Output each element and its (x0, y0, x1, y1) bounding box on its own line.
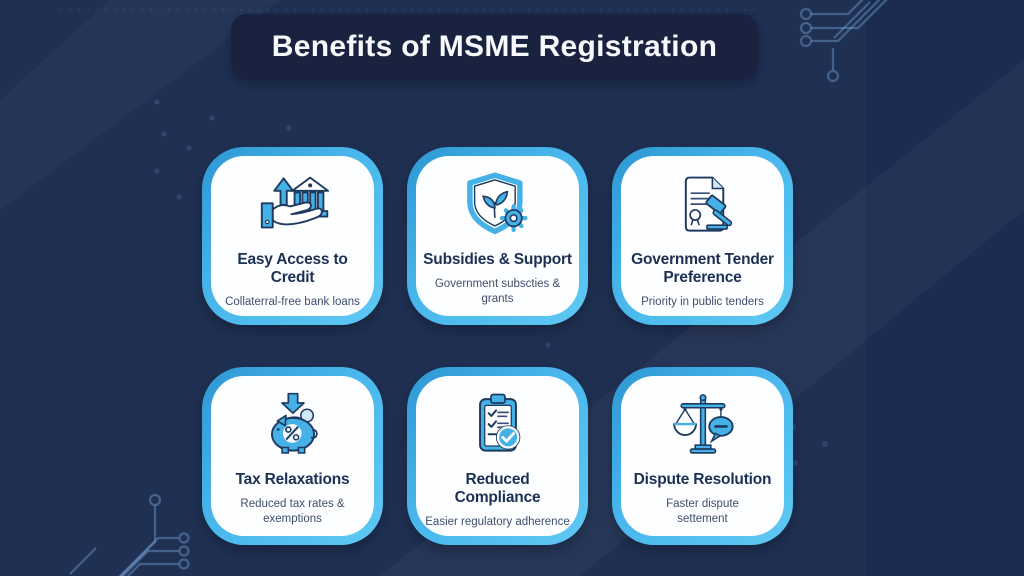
benefit-card-compliance: Reduced Compliance Easier regulatory adh… (407, 367, 588, 545)
clipboard-checklist-icon (455, 388, 541, 468)
circuit-pattern-bottom-left (69, 493, 190, 576)
card-subtitle: Priority in public tenders (641, 295, 764, 308)
title-banner: Benefits of MSME Registration (231, 14, 758, 80)
card-subtitle: Reduced tax rates & exemptions (240, 497, 345, 525)
card-title: Easy Access to Credit (237, 251, 348, 286)
piggy-bank-percent-icon (250, 388, 336, 468)
card-title: Subsidies & Support (423, 251, 572, 268)
card-title: Tax Relaxations (235, 471, 350, 488)
bank-hand-credit-icon (250, 168, 336, 248)
card-title: Dispute Resolution (633, 471, 772, 488)
shield-leaf-gear-icon (455, 168, 541, 248)
circuit-pattern-top-right (799, 0, 888, 83)
card-title: Government Tender Preference (631, 251, 774, 286)
card-subtitle: Collaterral-free bank loans (225, 295, 360, 308)
benefit-card-credit: Easy Access to Credit Collaterral-free b… (202, 147, 383, 325)
card-title: Reduced Compliance (454, 471, 541, 506)
balance-scale-chat-icon (660, 388, 746, 468)
benefit-card-subsidies: Subsidies & Support Government subscties… (407, 147, 588, 325)
page-title: Benefits of MSME Registration (271, 30, 718, 63)
benefit-card-tender: Government Tender Preference Priority in… (612, 147, 793, 325)
benefit-card-dispute: Dispute Resolution Faster dispute settem… (612, 367, 793, 545)
document-gavel-icon (660, 168, 746, 248)
card-subtitle: Easier regulatory adherence (425, 515, 570, 528)
benefits-grid: Easy Access to Credit Collaterral-free b… (202, 147, 793, 545)
card-subtitle: Faster dispute settement (666, 497, 739, 525)
card-subtitle: Government subscties & grants (434, 277, 561, 305)
benefit-card-tax: Tax Relaxations Reduced tax rates & exem… (202, 367, 383, 545)
